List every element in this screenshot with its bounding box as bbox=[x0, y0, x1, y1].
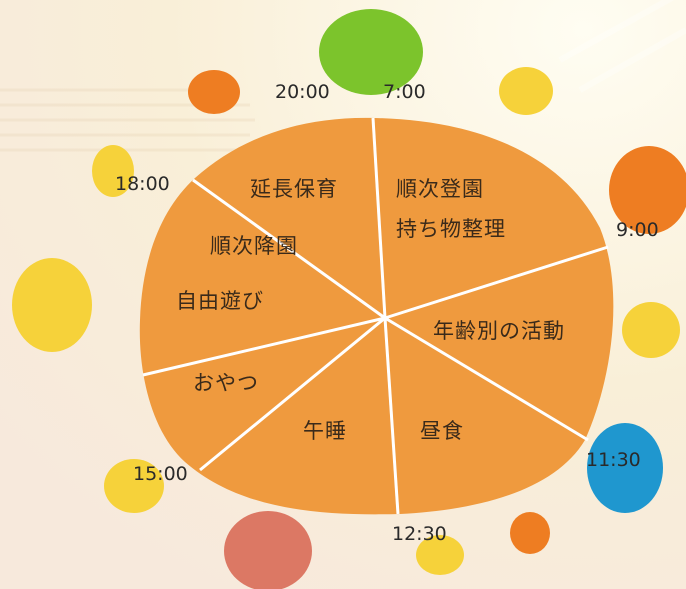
divider-line bbox=[384, 245, 609, 320]
segment-label: 順次登園 bbox=[396, 177, 484, 201]
clock-face bbox=[139, 117, 614, 515]
time-label-12-30: 12:30 bbox=[392, 523, 447, 545]
divider-line bbox=[371, 117, 387, 319]
yellow-dot-decoration bbox=[622, 302, 680, 358]
segment-label: 持ち物整理 bbox=[396, 217, 506, 241]
segment-label: おやつ bbox=[193, 371, 259, 395]
divider-line bbox=[383, 317, 400, 515]
green-dot-decoration bbox=[319, 9, 423, 95]
segment-label: 昼食 bbox=[420, 419, 464, 443]
orange-dot-decoration bbox=[188, 70, 240, 114]
time-label-9-00: 9:00 bbox=[616, 219, 659, 241]
divider-line bbox=[192, 178, 386, 320]
yellow-dot-decoration bbox=[499, 67, 553, 115]
divider-line bbox=[199, 316, 386, 472]
time-label-7-00: 7:00 bbox=[383, 81, 426, 103]
orange-dot-decoration bbox=[510, 512, 550, 554]
background-stripes bbox=[0, 0, 686, 152]
time-label-18-00: 18:00 bbox=[115, 173, 170, 195]
divider-line bbox=[384, 316, 589, 442]
segment-label: 順次降園 bbox=[210, 234, 298, 258]
orange-dot-decoration bbox=[609, 146, 686, 234]
yellow-dot-decoration bbox=[12, 258, 92, 352]
segment-label: 延長保育 bbox=[250, 177, 338, 201]
segment-label: 午睡 bbox=[303, 419, 347, 443]
time-label-11-30: 11:30 bbox=[586, 449, 641, 471]
time-label-20-00: 20:00 bbox=[275, 81, 330, 103]
segment-label: 自由遊び bbox=[176, 289, 264, 313]
segment-dividers bbox=[142, 117, 609, 515]
yellow-dot-decoration bbox=[416, 535, 464, 575]
segment-label: 年齢別の活動 bbox=[433, 319, 565, 343]
time-label-15-00: 15:00 bbox=[133, 463, 188, 485]
divider-line bbox=[142, 316, 386, 377]
blue-dot-decoration bbox=[587, 423, 663, 513]
pink-dot-decoration bbox=[224, 511, 312, 589]
yellow-dot-decoration bbox=[104, 459, 164, 513]
yellow-dot-decoration bbox=[92, 145, 134, 197]
